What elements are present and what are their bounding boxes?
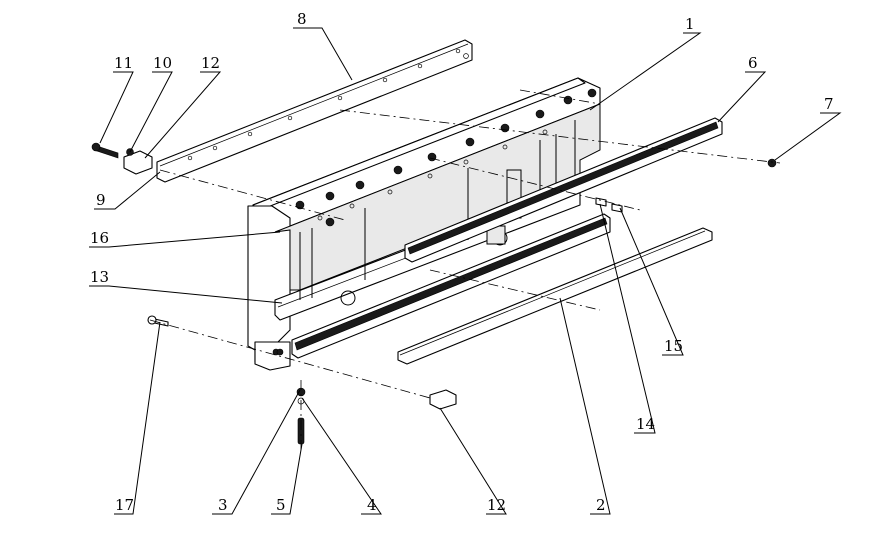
part-label-12-top: 12 bbox=[201, 54, 220, 72]
part-number-labels: 8 1 6 7 11 10 12 9 16 13 15 14 17 3 5 4 … bbox=[90, 10, 834, 514]
upper-rack bbox=[404, 117, 723, 263]
end-bolt-part bbox=[767, 158, 777, 168]
part-label-4: 4 bbox=[367, 496, 377, 514]
part-label-11: 11 bbox=[114, 54, 133, 72]
part-label-10: 10 bbox=[153, 54, 172, 72]
part-label-6: 6 bbox=[748, 54, 758, 72]
part-label-8: 8 bbox=[297, 10, 307, 28]
part-label-16: 16 bbox=[90, 229, 109, 247]
part-label-7: 7 bbox=[824, 95, 834, 113]
upper-guide-bar bbox=[156, 39, 473, 183]
part-label-1: 1 bbox=[685, 15, 695, 33]
part-label-9: 9 bbox=[96, 191, 106, 209]
leader-lines bbox=[89, 27, 842, 515]
part-label-14: 14 bbox=[636, 415, 655, 433]
clamp-block-and-bolt bbox=[91, 142, 153, 175]
assembly-axes bbox=[149, 89, 781, 450]
part-label-5: 5 bbox=[276, 496, 286, 514]
part-label-12-bottom: 12 bbox=[487, 496, 506, 514]
small-block-part bbox=[429, 389, 457, 410]
lower-guide-bar bbox=[397, 227, 713, 365]
part-label-17: 17 bbox=[115, 496, 134, 514]
part-label-13: 13 bbox=[90, 268, 109, 286]
part-label-2: 2 bbox=[596, 496, 606, 514]
part-label-15: 15 bbox=[664, 337, 683, 355]
lower-rack bbox=[291, 213, 611, 359]
side-fastener bbox=[276, 217, 335, 356]
part-label-3: 3 bbox=[218, 496, 228, 514]
